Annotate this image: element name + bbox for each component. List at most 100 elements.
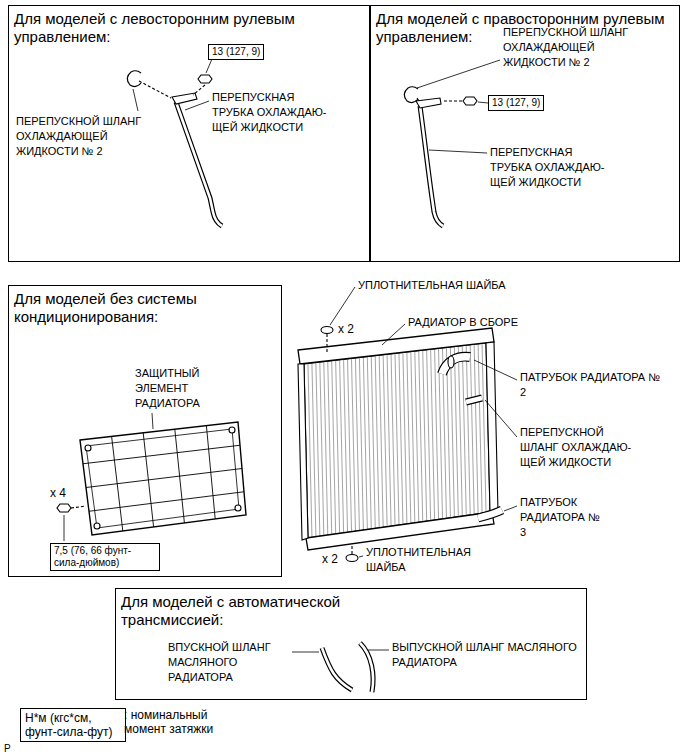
radiator-fin (359, 358, 363, 530)
radiator-fin (435, 349, 439, 519)
part-label: УПЛОТНИТЕЛЬНАЯ ШАЙБА (358, 278, 506, 293)
mount-hole (94, 523, 100, 529)
radiator-fin (407, 352, 411, 523)
bypass-hose (466, 398, 482, 402)
radiator-fin (454, 347, 458, 517)
gasket-washer (346, 555, 358, 562)
radiator-fin (403, 353, 407, 524)
torque-value: 7,5 (76, 66 фунт-сила-дюймов) (54, 545, 156, 569)
assembly-line (327, 334, 352, 554)
radiator-fin (423, 350, 427, 521)
bypass-tube (420, 106, 443, 226)
radiator-fin (336, 360, 340, 533)
leader-line (330, 287, 517, 557)
radiator-fin (332, 361, 336, 534)
radiator-fin (324, 362, 328, 535)
radiator-core (304, 343, 490, 538)
radiator-fin (474, 344, 478, 513)
part-label: ВЫПУСКНОЙ ШЛАНГ МАСЛЯНОГО РАДИАТОРА (392, 640, 586, 670)
part-label: ЗАЩИТНЫЙ ЭЛЕМЕНТ РАДИАТОРА (135, 366, 225, 411)
radiator-fin (431, 349, 435, 520)
quantity-label: x 2 (322, 552, 338, 567)
part-label: ПЕРЕПУСКНОЙ ШЛАНГ ОХЛАЖДАЮ- ЩЕЙ ЖИДКОСТИ (520, 425, 640, 470)
bypass-tube (176, 102, 222, 226)
panel-heading: Для моделей с левосторонним рулевым упра… (14, 10, 364, 46)
radiator-fin (411, 352, 415, 523)
radiator-fin (387, 354, 391, 526)
bypass-tube-inner (176, 102, 222, 226)
radiator-fin (450, 347, 454, 517)
radiator-fin (351, 359, 355, 532)
tube-bracket (416, 98, 441, 108)
radiator-fin (312, 363, 316, 537)
torque-box: 13 (127, 9) (208, 44, 264, 60)
radiator-hose (442, 357, 470, 374)
radiator-fin (399, 353, 403, 524)
bypass-tube-inner (420, 106, 443, 226)
part-label: ВПУСКНОЙ ШЛАНГ МАСЛЯНОГО РАДИАТОРА (168, 640, 288, 685)
radiator-fin (344, 359, 348, 532)
radiator-hose (478, 510, 502, 518)
radiator-fin (415, 351, 419, 522)
part-label: ПЕРЕПУСКНАЯ ТРУБКА ОХЛАЖДАЮ- ЩЕЙ ЖИДКОСТ… (490, 145, 612, 190)
radiator-fin (340, 360, 344, 533)
hose-clip (127, 71, 141, 87)
radiator-fin (308, 364, 312, 538)
legend-box: Н*м (кгс*см, фунт-сила-фут) (20, 708, 126, 742)
part-label: ПЕРЕПУСКНАЯ ТРУБКА ОХЛАЖДАЮ- ЩЕЙ ЖИДКОСТ… (212, 90, 334, 135)
part-label: РАДИАТОР В СБОРЕ (408, 315, 518, 330)
part-label: УПЛОТНИТЕЛЬНАЯ ШАЙБА (366, 545, 481, 575)
radiator-fin (371, 356, 375, 528)
radiator-fin (328, 361, 332, 534)
radiator-fin (470, 345, 474, 514)
radiator-fin (439, 348, 443, 518)
radiator-fin (348, 359, 352, 532)
mount-hole (235, 505, 241, 511)
radiator-fin (355, 358, 359, 531)
assembly-line (417, 98, 462, 101)
leader-line (292, 650, 389, 652)
radiator-fin (383, 355, 387, 527)
radiator-side (486, 342, 498, 512)
group-panel: Для моделей без системы кондиционировани… (8, 285, 282, 577)
radiator-fin (379, 355, 383, 527)
radiator-fin (458, 346, 462, 516)
assembly-line (139, 81, 205, 98)
radiator-fin (316, 363, 320, 537)
bypass-hose-inner (466, 398, 482, 402)
radiator-fin (363, 357, 367, 529)
torque-value: 13 (127, 9) (212, 46, 260, 58)
radiator-hose-inner (442, 357, 470, 374)
radiator-fin (391, 354, 395, 526)
radiator-fin (367, 357, 371, 529)
radiator-hose-inner (478, 510, 502, 518)
torque-box: 13 (127, 9) (488, 95, 544, 111)
hose-clamp (448, 356, 454, 368)
mount-hole (85, 445, 91, 451)
oil-cooler-hose (322, 648, 352, 690)
leader-line (64, 413, 153, 541)
grille-grid (83, 426, 244, 531)
hose-clip (404, 87, 418, 103)
oil-cooler-hose-inner (322, 648, 352, 690)
radiator-fin (478, 344, 482, 513)
radiator-side (298, 364, 308, 540)
torque-box: 7,5 (76, 66 фунт-сила-дюймов) (50, 543, 160, 571)
part-label: ПЕРЕПУСКНОЙ ШЛАНГ ОХЛАЖДАЮЩЕЙ ЖИДКОСТИ №… (503, 25, 635, 70)
part-label: ПАТРУБОК РАДИАТОРА № 3 (520, 495, 605, 540)
radiator-fin (466, 345, 470, 515)
panel-heading: Для моделей с автоматической трансмиссие… (121, 593, 391, 629)
radiator-fin (482, 343, 486, 512)
panel-heading: Для моделей без системы кондиционировани… (14, 290, 276, 326)
radiator-lower-tank (306, 512, 494, 550)
radiator-fin (375, 356, 379, 528)
radiator-fin (320, 362, 324, 536)
assembly-line (71, 506, 86, 508)
radiator-fin (419, 351, 423, 522)
mount-hole (229, 427, 235, 433)
part-label: ПЕРЕПУСКНОЙ ШЛАНГ ОХЛАЖДАЮЩЕЙ ЖИДКОСТИ №… (16, 114, 148, 159)
bolt (463, 97, 477, 105)
gasket-washer (321, 327, 333, 334)
radiator-grille (80, 422, 246, 535)
